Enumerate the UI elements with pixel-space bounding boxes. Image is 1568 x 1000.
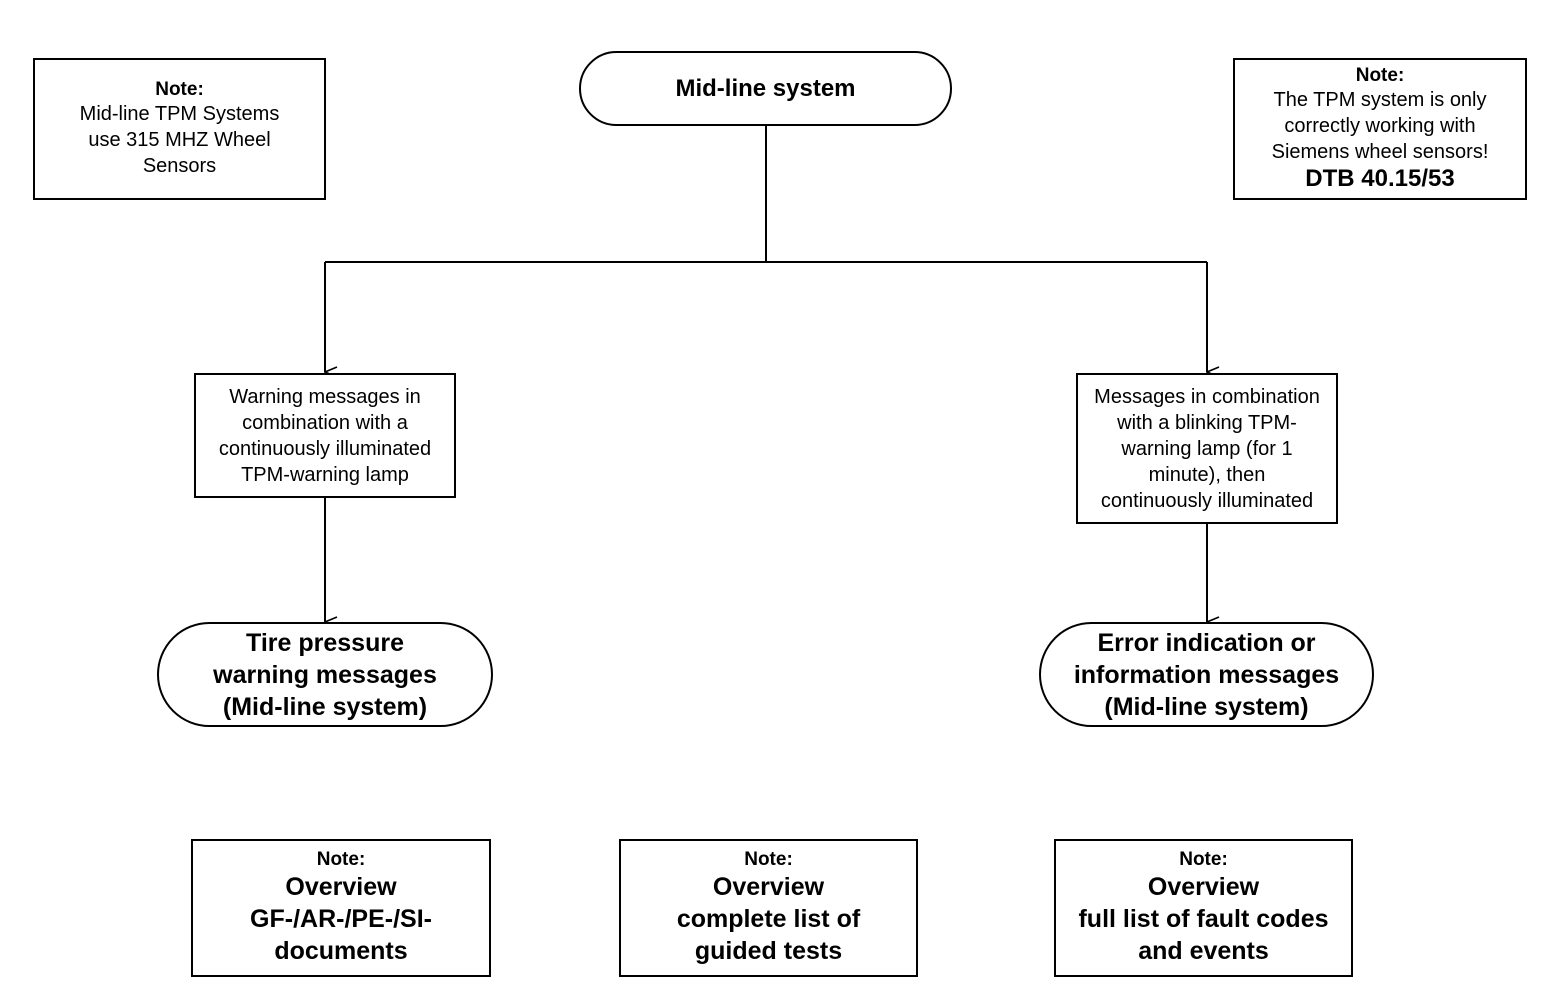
- terminal-line: information messages: [1073, 660, 1340, 689]
- note-guided-tests-overview[interactable]: Note: Overview complete list of guided t…: [619, 839, 918, 977]
- terminal-line: Error indication or: [1097, 628, 1316, 657]
- process-line: TPM-warning lamp: [241, 463, 409, 486]
- process-line: combination with a: [242, 411, 408, 434]
- note-line: correctly working with: [1284, 115, 1476, 137]
- note-line: Overview: [1147, 873, 1260, 901]
- process-line: Messages in combination: [1094, 385, 1320, 408]
- terminal-line: warning messages: [213, 660, 437, 689]
- process-line: continuously illuminated: [1100, 489, 1314, 512]
- note-fault-codes-overview[interactable]: Note: Overview full list of fault codes …: [1054, 839, 1353, 977]
- terminal-line: (Mid-line system): [1104, 692, 1309, 721]
- process-continuous-lamp: Warning messages in combination with a c…: [194, 373, 456, 498]
- note-line: The TPM system is only: [1273, 89, 1487, 111]
- process-line: minute), then: [1148, 463, 1266, 486]
- process-line: with a blinking TPM-: [1117, 411, 1297, 434]
- process-line: Warning messages in: [229, 385, 421, 408]
- terminal-tire-pressure-warnings[interactable]: Tire pressure warning messages (Mid-line…: [157, 622, 493, 727]
- note-reference: DTB 40.15/53: [1305, 165, 1455, 192]
- note-line: use 315 MHZ Wheel: [88, 129, 271, 151]
- note-line: documents: [274, 937, 408, 965]
- note-heading: Note:: [1179, 849, 1228, 870]
- note-line: GF-/AR-/PE-/SI-: [250, 905, 432, 933]
- terminal-line: Tire pressure: [246, 628, 404, 657]
- start-label: Mid-line system: [675, 74, 856, 102]
- note-line: Overview: [285, 873, 397, 901]
- note-line: full list of fault codes: [1078, 905, 1329, 933]
- note-line: complete list of: [676, 905, 861, 933]
- note-heading: Note:: [744, 849, 793, 870]
- note-line: guided tests: [694, 937, 843, 965]
- note-line: Overview: [712, 873, 825, 901]
- note-heading: Note:: [1355, 65, 1405, 86]
- note-line: Siemens wheel sensors!: [1271, 141, 1489, 163]
- process-line: warning lamp (for 1: [1121, 437, 1293, 460]
- process-blinking-lamp: Messages in combination with a blinking …: [1076, 373, 1338, 524]
- terminal-error-information-messages[interactable]: Error indication or information messages…: [1039, 622, 1374, 727]
- note-line: Sensors: [142, 155, 217, 177]
- note-line: and events: [1138, 937, 1269, 965]
- note-heading: Note:: [316, 849, 366, 870]
- terminal-line: (Mid-line system): [222, 692, 428, 721]
- note-heading: Note:: [155, 79, 204, 100]
- start-terminal: Mid-line system: [579, 51, 952, 126]
- note-siemens-sensors: Note: The TPM system is only correctly w…: [1233, 58, 1527, 200]
- note-documents-overview[interactable]: Note: Overview GF-/AR-/PE-/SI- documents: [191, 839, 491, 977]
- process-line: continuously illuminated: [218, 437, 432, 460]
- note-line: Mid-line TPM Systems: [79, 103, 280, 125]
- note-sensor-frequency: Note: Mid-line TPM Systems use 315 MHZ W…: [33, 58, 326, 200]
